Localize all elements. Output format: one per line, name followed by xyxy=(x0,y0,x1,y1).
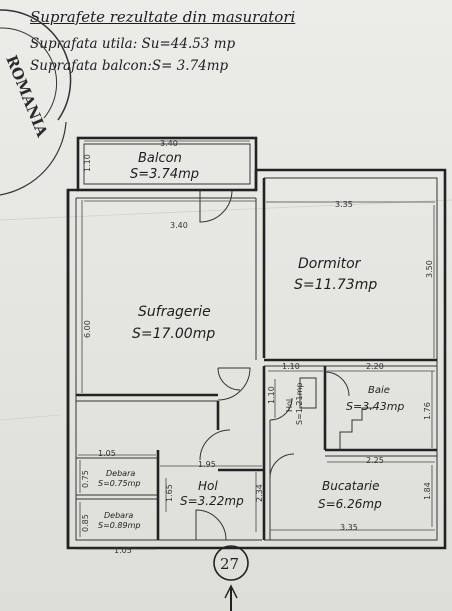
dim-debara-bottom: 1.05 xyxy=(114,546,132,555)
doors xyxy=(195,189,350,541)
dim-debara2-depth: 0.85 xyxy=(81,514,90,532)
dim-hol-width: 1.95 xyxy=(198,460,216,469)
dimension-lines xyxy=(78,140,435,550)
room-dormitor-area: S=11.73mp xyxy=(294,277,377,293)
dim-balcon-depth: 1.10 xyxy=(83,154,92,172)
unit-number-marker: 27 xyxy=(213,545,249,611)
dim-hol-small2: 1.65 xyxy=(165,484,174,502)
room-dormitor-name: Dormitor xyxy=(298,256,362,272)
room-hol-small-area: S=1.21mp xyxy=(295,383,304,425)
dimension-labels: 3.40 3.40 3.35 1.10 2.20 2.25 3.35 1.95 … xyxy=(81,139,434,555)
room-bucatarie-name: Bucatarie xyxy=(322,479,380,493)
room-debara1-name: Debara xyxy=(106,469,135,478)
dim-debara-top: 1.05 xyxy=(98,449,116,458)
stamp: ROMANIA xyxy=(0,9,72,196)
background-lines xyxy=(0,199,452,421)
dim-hol-small-width: 1.10 xyxy=(282,362,300,371)
room-balcon-area: S=3.74mp xyxy=(130,167,199,182)
room-baie-area: S=3.43mp xyxy=(346,400,404,413)
dim-dormitor-width: 3.35 xyxy=(335,200,353,209)
room-balcon-name: Balcon xyxy=(138,151,182,166)
useful-area-line: Suprafata utila: Su=44.53 mp xyxy=(30,36,236,52)
room-debara2-area: S=0.89mp xyxy=(98,521,140,530)
dim-dormitor-depth: 3.50 xyxy=(425,260,434,278)
surfaces-title: Suprafete rezultate din masuratori xyxy=(30,8,296,26)
room-baie-name: Baie xyxy=(368,385,390,396)
room-debara2-name: Debara xyxy=(104,511,133,520)
dim-hol-small-depth: 1.10 xyxy=(267,386,276,404)
room-bucatarie-area: S=6.26mp xyxy=(318,497,382,511)
room-hol-area: S=3.22mp xyxy=(180,494,244,508)
dim-bucatarie-width-bottom: 3.35 xyxy=(340,523,358,532)
dim-debara1-depth: 0.75 xyxy=(81,470,90,488)
room-hol-small-name: Hol xyxy=(285,399,294,412)
room-debara1-area: S=0.75mp xyxy=(98,479,140,488)
room-sufragerie-name: Sufragerie xyxy=(138,304,211,320)
dim-sufragerie-width: 3.40 xyxy=(170,221,188,230)
interior-walls xyxy=(76,178,437,540)
dim-bucatarie-depth: 1.84 xyxy=(423,482,432,500)
dim-sufragerie-depth: 6.00 xyxy=(83,320,92,338)
room-sufragerie-area: S=17.00mp xyxy=(132,326,215,342)
room-hol-name: Hol xyxy=(198,479,218,493)
unit-number: 27 xyxy=(220,555,239,573)
stamp-text: ROMANIA xyxy=(2,53,51,140)
dim-baie-width: 2.20 xyxy=(366,362,384,371)
dim-hol-depth: 2.34 xyxy=(255,484,264,502)
dim-balcon-width: 3.40 xyxy=(160,139,178,148)
room-labels: Balcon S=3.74mp Dormitor S=11.73mp Sufra… xyxy=(98,151,404,530)
bath-fixture xyxy=(299,377,374,450)
balcony-area-line: Suprafata balcon:S= 3.74mp xyxy=(30,58,229,74)
dim-baie-depth: 1.76 xyxy=(423,402,432,420)
dim-bucatarie-width-top: 2.25 xyxy=(366,456,384,465)
